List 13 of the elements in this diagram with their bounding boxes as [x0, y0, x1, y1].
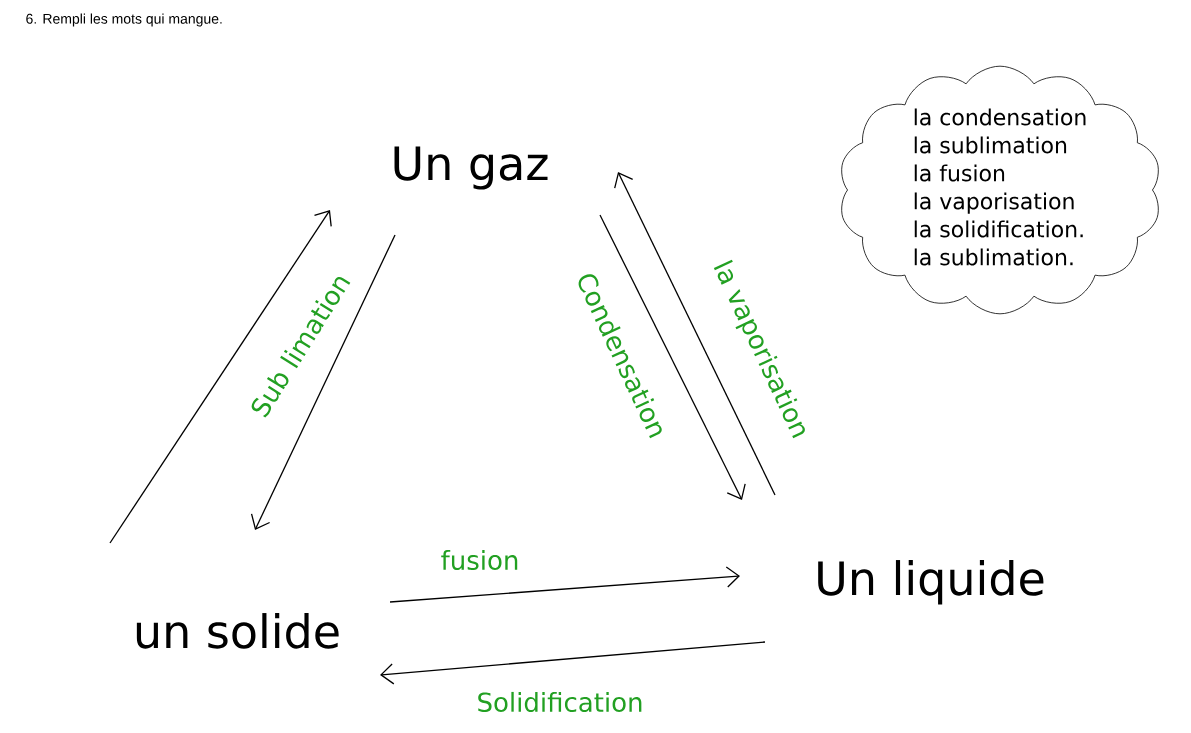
state-label: Un gaz [394, 146, 548, 190]
state-label: Un liquide [818, 560, 1044, 605]
state-label: un solide [136, 613, 339, 649]
arrow [614, 172, 776, 496]
edge-label: Solidification [478, 691, 642, 713]
arrow [599, 214, 746, 500]
arrow [109, 210, 332, 544]
arrow [250, 234, 396, 530]
arrow [380, 641, 766, 685]
word-list-cloud: la condensation la sublimation la fusion la vaporisation la solidification. la sublimation. [841, 65, 1159, 315]
edge-label: fusion [441, 549, 518, 571]
arrow [389, 566, 740, 603]
title: 6. Rempli les mots qui mangue. [26, 13, 222, 27]
